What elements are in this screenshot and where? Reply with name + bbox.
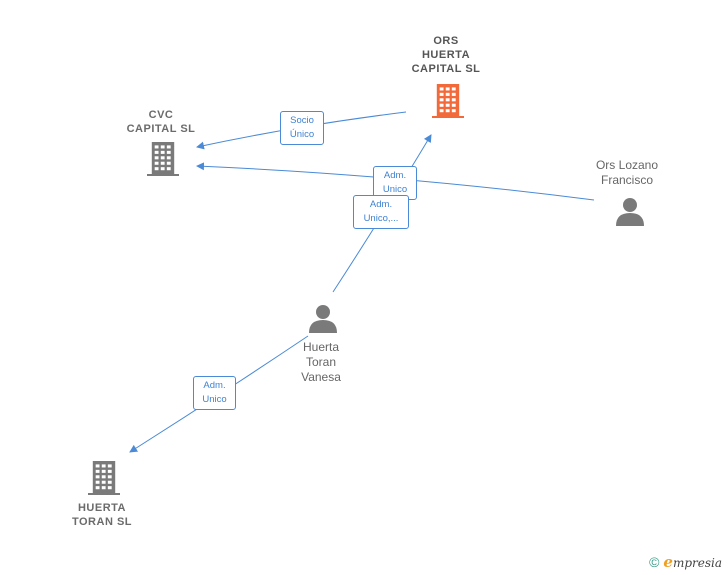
label-line: Vanesa xyxy=(301,370,341,384)
label-line: TORAN SL xyxy=(71,516,133,528)
building-icon-ors-huerta-capital[interactable] xyxy=(432,84,464,118)
footer-brand[interactable]: © empresia xyxy=(649,553,722,571)
building-icon-cvc-capital[interactable] xyxy=(147,142,179,176)
edge-label-socio-unico[interactable]: Socio Único xyxy=(280,111,324,145)
edge-label-adm-unico-vanesa-toran[interactable]: Adm. Unico xyxy=(193,376,236,410)
brand-logo: empresia xyxy=(663,553,722,571)
label-line: HUERTA xyxy=(421,49,471,61)
building-icon-huerta-toran-sl[interactable] xyxy=(88,461,120,495)
label-line: CAPITAL SL xyxy=(411,63,481,75)
edge-label-line: Adm. xyxy=(383,170,407,181)
edge-label-line: Unico,... xyxy=(363,213,399,224)
edge-label-line: Adm. xyxy=(203,380,226,391)
edge-label-line: Socio xyxy=(290,115,314,126)
label-line: Toran xyxy=(305,355,337,369)
edge-label-line: Único xyxy=(289,129,315,140)
label-line: Francisco xyxy=(600,173,654,187)
node-label-ors-lozano[interactable]: Ors Lozano Francisco xyxy=(596,158,658,188)
node-label-huerta-toran-vanesa[interactable]: Huerta Toran Vanesa xyxy=(301,340,341,385)
edge-label-line: Unico xyxy=(202,394,227,405)
node-label-huerta-toran-sl[interactable]: HUERTA TORAN SL xyxy=(72,501,132,529)
edge-label-line: Unico xyxy=(382,184,408,195)
brand-initial: e xyxy=(663,553,673,571)
node-label-ors-huerta-capital[interactable]: ORS HUERTA CAPITAL SL xyxy=(412,34,481,76)
brand-rest: mpresia xyxy=(672,556,722,570)
person-icon-ors-lozano[interactable] xyxy=(616,198,644,226)
label-line: ORS xyxy=(433,35,459,47)
label-line: CAPITAL SL xyxy=(126,123,196,135)
label-line: HUERTA xyxy=(77,502,126,514)
label-line: Ors Lozano xyxy=(595,158,659,172)
node-label-cvc-capital[interactable]: CVC CAPITAL SL xyxy=(127,108,196,136)
label-line: Huerta xyxy=(302,340,340,354)
person-icon-huerta-toran-vanesa[interactable] xyxy=(309,305,337,333)
edge-label-line: Adm. xyxy=(369,199,393,210)
copyright-icon: © xyxy=(649,554,660,570)
edge-label-adm-unico-vanesa-ors[interactable]: Adm. Unico,... xyxy=(353,195,409,229)
label-line: CVC xyxy=(148,109,174,121)
